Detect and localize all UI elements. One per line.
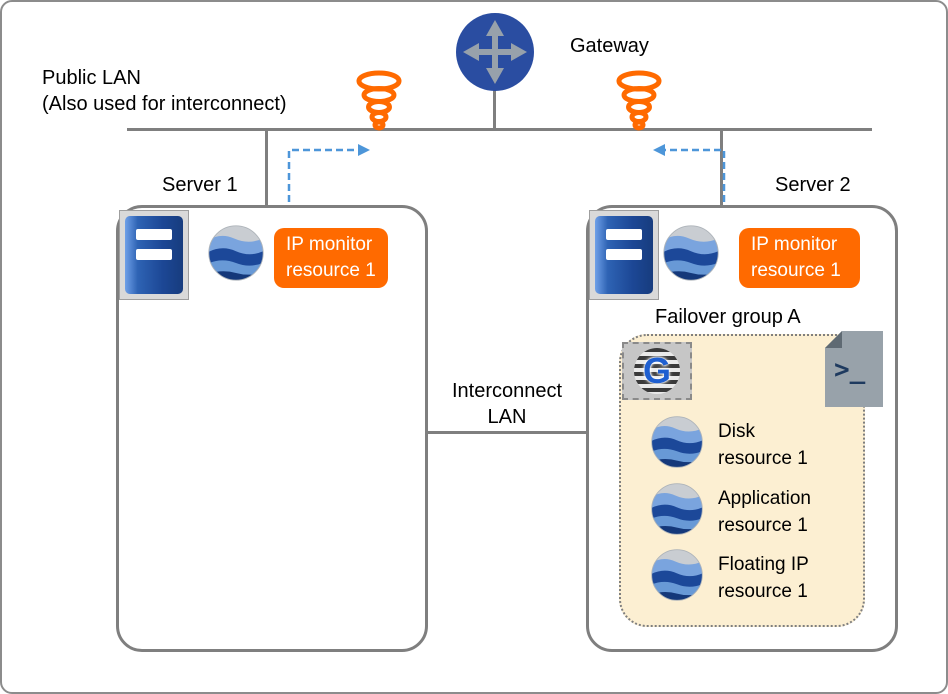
resource-label-line1: Disk — [718, 421, 755, 442]
public-lan-label: Public LAN (Also used for interconnect) — [42, 65, 287, 117]
script-glyph: >_ — [834, 355, 866, 385]
ip-monitor-badge-line1: IP monitor — [286, 234, 373, 255]
interconnect-lan-label: Interconnect LAN — [432, 378, 582, 430]
public-lan-label-line1: Public LAN — [42, 67, 141, 89]
resource-label-line2: resource 1 — [718, 448, 808, 469]
server-chassis-body — [595, 216, 653, 294]
application-resource-label: Application resource 1 — [718, 485, 811, 539]
public-lan-line — [127, 128, 872, 131]
cluster-g-icon-globe: G — [634, 348, 680, 394]
monitor-arrow-left — [287, 144, 370, 202]
ip-monitor-badge-line1: IP monitor — [751, 234, 838, 255]
resource-label-line1: Floating IP — [718, 554, 809, 575]
server2-chassis-icon — [589, 210, 659, 300]
resource-label-line1: Application — [718, 488, 811, 509]
cluster-g-icon: G — [622, 342, 692, 400]
floating-ip-resource-globe-icon — [650, 548, 704, 602]
server1-ip-monitor-badge: IP monitor resource 1 — [274, 228, 388, 288]
ip-monitor-badge-line2: resource 1 — [751, 260, 841, 281]
server1-label: Server 1 — [162, 174, 238, 196]
script-file-icon: >_ — [825, 331, 883, 407]
gateway-router-icon — [456, 13, 534, 91]
disk-resource-label: Disk resource 1 — [718, 418, 808, 472]
gateway-connector-line — [493, 90, 496, 130]
ip-monitor-badge-line2: resource 1 — [286, 260, 376, 281]
ip-monitor-globe-icon — [662, 224, 720, 282]
interconnect-lan-label-line1: Interconnect — [451, 380, 563, 402]
server-chassis-body — [125, 216, 183, 294]
server2-ip-monitor-badge: IP monitor resource 1 — [739, 228, 860, 288]
resource-label-line2: resource 1 — [718, 515, 808, 536]
server2-connector-line — [720, 130, 723, 207]
disk-resource-globe-icon — [650, 415, 704, 469]
gateway-label: Gateway — [570, 35, 649, 57]
interconnect-lan-label-line2: LAN — [487, 406, 527, 428]
server-chassis-slot — [136, 229, 172, 240]
failover-group-label: Failover group A — [655, 306, 801, 328]
interconnect-lan-line — [426, 431, 588, 434]
server2-label: Server 2 — [775, 174, 851, 196]
application-resource-globe-icon — [650, 482, 704, 536]
cluster-g-letter: G — [642, 350, 671, 391]
server1-connector-line — [265, 130, 268, 207]
server-chassis-slot — [606, 229, 642, 240]
public-lan-label-line2: (Also used for interconnect) — [42, 93, 287, 115]
ping-tornado-icon-right — [616, 70, 662, 131]
server-chassis-slot — [606, 249, 642, 260]
server-chassis-slot — [136, 249, 172, 260]
ping-tornado-icon-left — [356, 70, 402, 131]
floating-ip-resource-label: Floating IP resource 1 — [718, 551, 809, 605]
ip-monitor-globe-icon — [207, 224, 265, 282]
resource-label-line2: resource 1 — [718, 581, 808, 602]
server1-chassis-icon — [119, 210, 189, 300]
monitor-arrow-right — [653, 144, 726, 202]
